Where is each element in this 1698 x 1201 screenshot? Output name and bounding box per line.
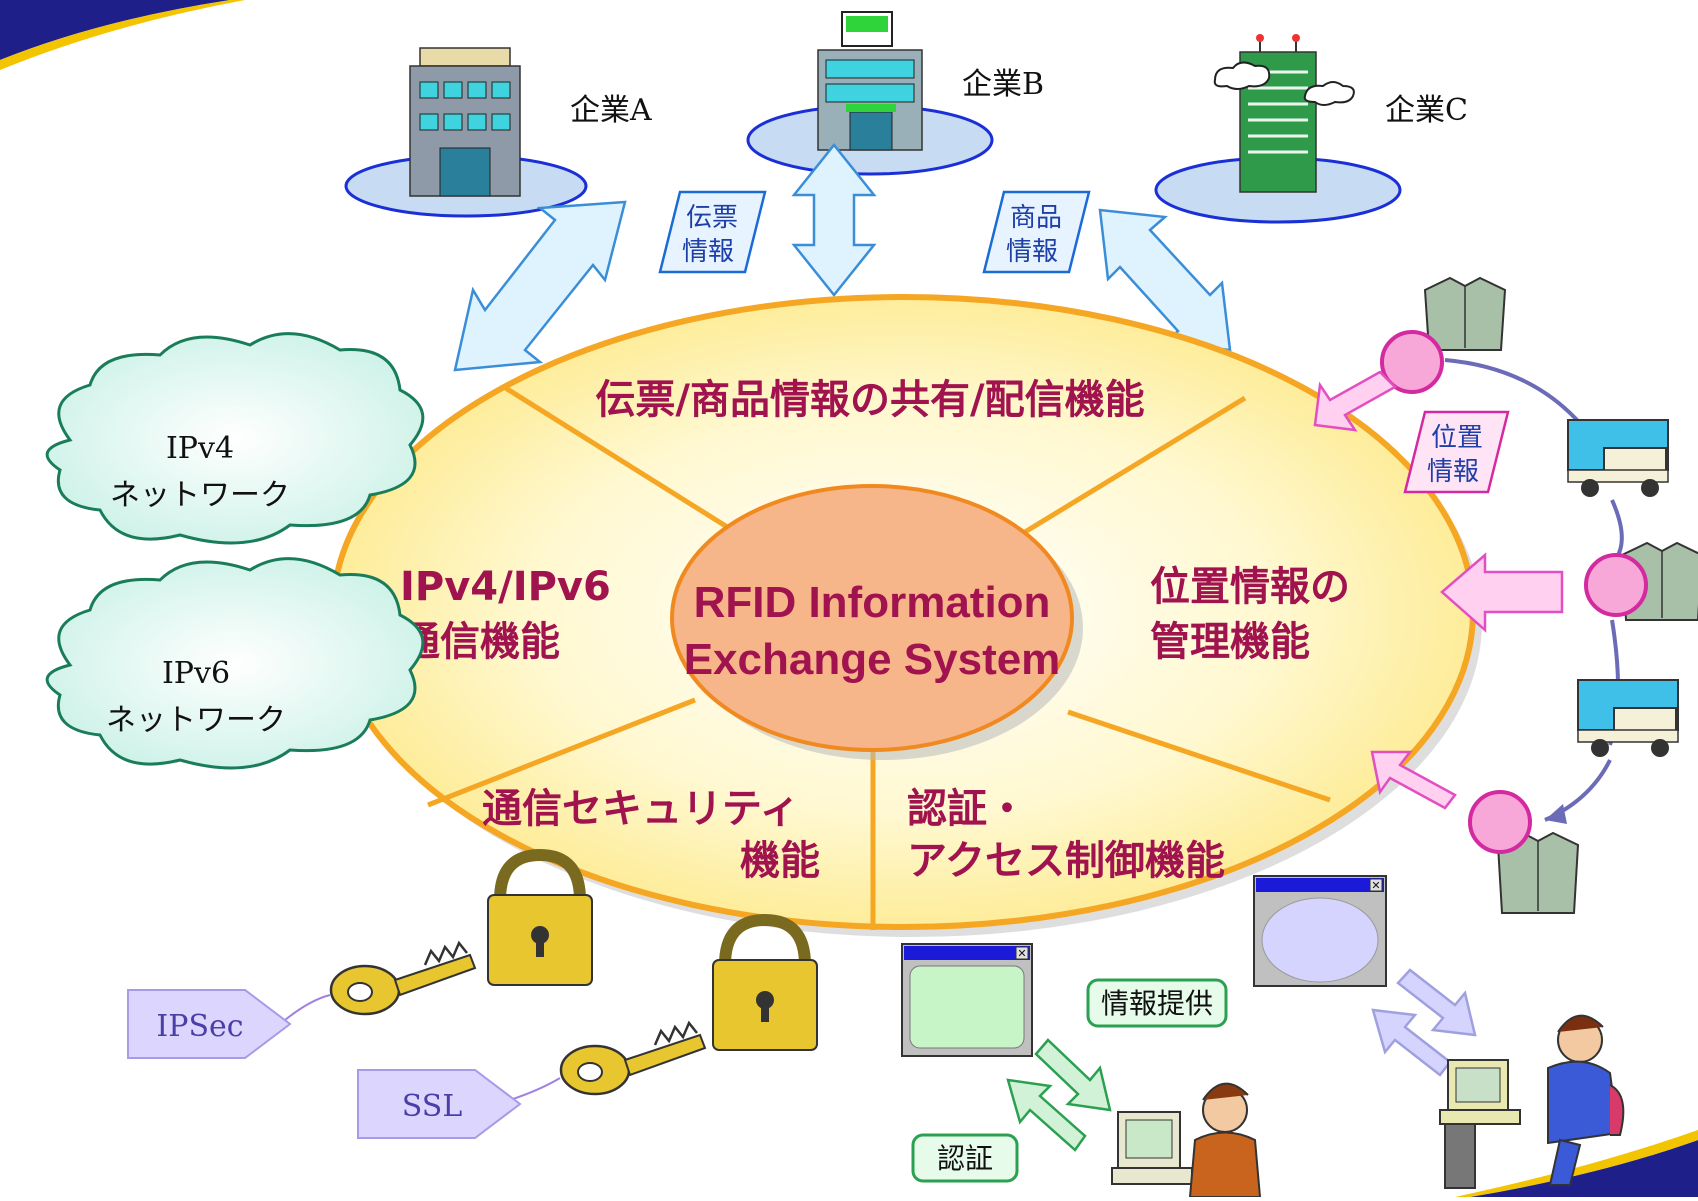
rfid-tag-icon [1468,790,1532,854]
location-info-tag: 位置 情報 [1403,410,1510,494]
ipv6-network-label-line1: IPv6 [162,656,230,691]
company-b-label: 企業B [962,67,1044,102]
arrow-company-a [453,200,627,372]
truck-icon [1577,679,1679,757]
ssl-label: SSL [402,1089,463,1124]
pink-arrow-icon [1440,552,1564,633]
slip-info-tag-line2: 情報 [682,237,734,267]
divider-left [427,697,696,808]
arrow-company-c [1098,208,1232,352]
divider-right [1067,709,1331,803]
flow-arrowhead-icon [1545,804,1567,824]
user-at-computer-icon [1439,1014,1625,1189]
app-window: ✕ [1253,875,1387,987]
segment-left-label-line2: 通信機能 [400,619,560,665]
ipv4-network-label-line2: ネットワーク [110,478,290,513]
truck-icon [1567,419,1669,497]
user-at-computer-icon [1111,1082,1262,1198]
product-info-tag-line2: 情報 [1006,237,1058,267]
pink-arrow-icon [1313,370,1398,432]
ipv6-network-label-line2: ネットワーク [106,703,286,738]
jacket-icon [1423,276,1507,351]
corner-band-top-left [0,0,245,70]
security-group: IPSec SSL [127,848,818,1139]
flow-arrow-path [1544,759,1612,822]
slip-info-tag-line1: 伝票 [686,203,738,233]
company-a: 企業A [344,47,652,218]
close-icon[interactable]: ✕ [1017,947,1026,960]
segment-left-label-line1: IPv4/IPv6 [400,564,611,610]
padlock-icon [712,913,818,1051]
segment-right-label-line2: 管理機能 [1150,619,1310,665]
product-info-tag: 商品 情報 [982,190,1091,274]
lavender-arrow-icon [1371,1008,1452,1077]
rfid-tag-icon [1380,330,1444,394]
company-c-label: 企業C [1385,93,1468,128]
key-icon [559,1020,707,1096]
center-hub [670,484,1074,752]
auth-label: 認証 [937,1142,993,1175]
ipv4-network-cloud: IPv4 ネットワーク [45,332,425,545]
ipv6-network-cloud: IPv6 ネットワーク [45,557,425,770]
rfid-tag-icon [1584,553,1648,617]
pink-arrow-icon [1370,750,1457,810]
padlock-icon [487,848,593,986]
building-icon [1213,34,1355,193]
logistics-chain: 位置 情報 [1313,276,1698,914]
segment-bottom-left-label-line2: 機能 [740,838,820,884]
divider-top-left [502,384,742,538]
company-b: 企業B [746,11,1044,176]
key-icon [329,940,477,1016]
ipsec-label: IPSec [156,1009,243,1044]
company-a-label: 企業A [570,93,652,128]
green-arrow-icon [1006,1078,1087,1152]
ipv4-network-label-line1: IPv4 [166,431,234,466]
client-area: ✕ ✕ 情報提供 認証 [901,875,1625,1198]
segment-top-label: 伝票/商品情報の共有/配信機能 [595,377,1144,423]
location-info-tag-line2: 情報 [1427,457,1479,487]
segment-bottom-right-label-line2: アクセス制御機能 [907,838,1225,884]
ipsec-label-box: IPSec [127,989,292,1059]
location-info-tag-line1: 位置 [1431,423,1483,453]
segment-bottom-right-label-line1: 認証・ [907,786,1027,832]
green-arrow-icon [1034,1038,1112,1112]
center-title-line2: Exchange System [684,635,1061,684]
segment-right-label-line1: 位置情報の [1150,564,1350,610]
product-info-tag-line1: 商品 [1010,203,1062,233]
lavender-arrow-icon [1396,968,1477,1037]
system-ellipse: RFID Information Exchange System 伝票/商品情報… [330,294,1482,937]
corner-band-bottom-right [1455,1130,1698,1197]
company-c: 企業C [1154,34,1468,224]
building-icon [409,47,521,197]
segment-bottom-left-label-line1: 通信セキュリティ [482,786,800,832]
slip-info-tag: 伝票 情報 [658,190,767,274]
arrow-company-b [791,142,877,298]
ssl-label-box: SSL [357,1069,522,1139]
info-provision-badge: 情報提供 [1086,978,1228,1028]
building-icon [817,11,923,151]
close-icon[interactable]: ✕ [1371,879,1380,892]
center-title-line1: RFID Information [694,578,1051,627]
divider-top-right [1018,395,1247,538]
auth-badge: 認証 [911,1133,1019,1183]
app-window: ✕ [901,943,1033,1057]
info-provision-label: 情報提供 [1101,987,1213,1020]
